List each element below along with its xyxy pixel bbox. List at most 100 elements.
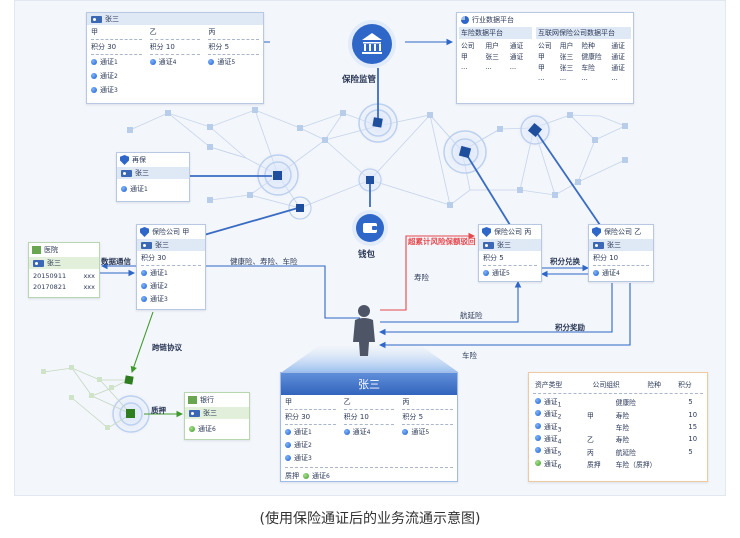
hospital-icon xyxy=(32,246,41,254)
label-over-limit: 超累计风险保额驳回 xyxy=(408,237,476,246)
token-label: 通证 xyxy=(198,425,212,433)
token-icon xyxy=(141,296,147,302)
company-a-points: 积分 30 xyxy=(141,254,167,262)
regulator-label: 保险监管 xyxy=(342,75,377,85)
token-icon xyxy=(593,270,599,276)
company-a-title: 保险公司 甲 xyxy=(152,228,190,236)
token-icon xyxy=(91,87,97,93)
token-label: 通证 xyxy=(411,428,426,436)
token-icon xyxy=(141,283,147,289)
col-head: 丙 xyxy=(208,28,216,36)
token-label: 通证 xyxy=(492,269,506,277)
node-squares xyxy=(273,117,543,212)
token-label: 通证 xyxy=(100,58,114,66)
token-icon xyxy=(535,410,541,417)
shield-icon xyxy=(140,227,149,237)
hospital-title: 医院 xyxy=(44,246,58,254)
internet-insurance-platform: 互联网保险公司数据平台 公司用户险种通证 甲张三健康险通证 甲张三车险通证 ..… xyxy=(536,27,631,83)
bank-header: 银行 xyxy=(185,393,249,407)
token-icon xyxy=(535,435,541,442)
col-head: 乙 xyxy=(149,28,157,36)
token-icon xyxy=(208,59,215,65)
label-points-reward: 积分奖励 xyxy=(555,323,585,332)
token-icon xyxy=(535,422,541,429)
label-car: 车险 xyxy=(462,351,477,360)
hospital-user-name: 张三 xyxy=(47,259,61,267)
asset-table: 资产类型 公司组织 险种 积分 xyxy=(529,377,707,391)
token-label: 通证 xyxy=(158,58,173,66)
token-label: 通证 xyxy=(352,428,367,436)
wallet-label: 钱包 xyxy=(358,250,376,260)
token-icon xyxy=(149,59,156,65)
token-icon xyxy=(343,429,350,435)
col-points: 积分 30 xyxy=(285,413,311,421)
car-data-platform: 车险数据平台 公司用户通证 甲张三通证 ......... xyxy=(459,27,533,83)
pledge-node xyxy=(126,409,135,418)
id-card-icon xyxy=(189,409,200,417)
pie-chart-icon xyxy=(461,16,469,24)
id-card-icon xyxy=(33,259,44,267)
crosschain-network xyxy=(43,367,132,429)
col-points: 积分 10 xyxy=(149,43,175,51)
shield-icon xyxy=(120,155,129,165)
bank-icon xyxy=(348,20,396,68)
token-label: 通证 xyxy=(217,58,232,66)
label-data-comm: 数据通信 xyxy=(101,257,131,266)
id-card-icon xyxy=(121,169,132,177)
col-points: 积分 5 xyxy=(402,413,424,421)
token-label: 通证 xyxy=(294,428,308,436)
industry-platform-title: 行业数据平台 xyxy=(472,16,514,24)
company-a-header: 保险公司 甲 xyxy=(137,225,205,239)
mesh-nodes xyxy=(127,107,628,208)
company-c-points: 积分 10 xyxy=(593,254,619,262)
bank-user: 张三 xyxy=(185,407,249,419)
connectors xyxy=(189,68,601,240)
asset-table-header: 资产类型 公司组织 险种 积分 xyxy=(535,381,692,389)
company-a-user: 张三 xyxy=(137,239,205,251)
car-platform-title: 车险数据平台 xyxy=(459,27,533,39)
industry-platform-card[interactable]: 行业数据平台 车险数据平台 公司用户通证 甲张三通证 ......... 互联网… xyxy=(456,12,634,104)
user-card-top-name: 张三 xyxy=(105,15,119,23)
col-points: 积分 10 xyxy=(343,413,369,421)
reinsurer-title: 再保 xyxy=(132,156,146,164)
token-label: 通证 xyxy=(150,269,164,277)
crosschain-nodes xyxy=(41,365,114,430)
hospital-header: 医院 xyxy=(29,243,99,257)
company-b-user-name: 张三 xyxy=(497,241,511,249)
pledge-label: 质押 xyxy=(285,472,299,480)
bank-title: 银行 xyxy=(200,396,214,404)
id-card-icon xyxy=(483,241,494,249)
industry-platform-header: 行业数据平台 xyxy=(457,13,633,27)
company-a-user-name: 张三 xyxy=(155,241,169,249)
company-b-points: 积分 5 xyxy=(483,254,504,262)
user-podium xyxy=(282,305,458,372)
token-label: 通证 xyxy=(150,282,164,290)
token-icon xyxy=(402,429,409,435)
